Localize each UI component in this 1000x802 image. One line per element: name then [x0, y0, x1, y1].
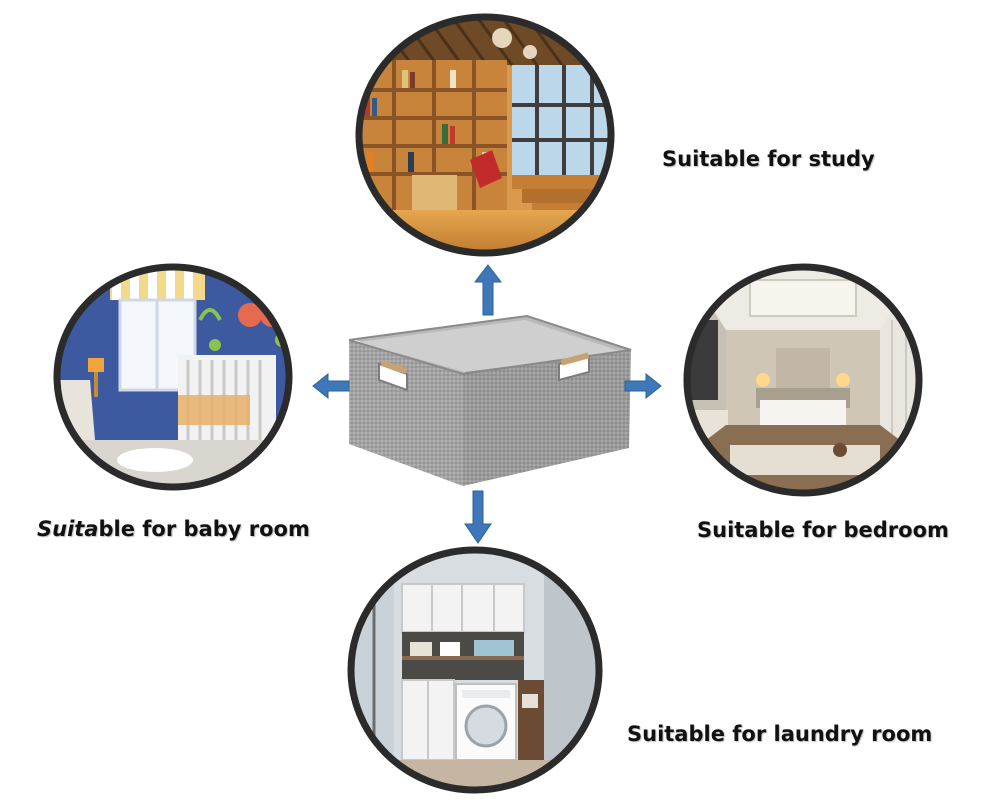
arrow-up-icon [473, 264, 503, 316]
caption-study: Suitable for study [662, 147, 875, 171]
study-scene [355, 13, 615, 257]
arrow-left-icon [312, 372, 350, 400]
caption-study-text: Suitable for study [662, 147, 875, 171]
caption-baby-room-rest: ble for baby room [98, 517, 310, 541]
caption-laundry-room-text: Suitable for laundry room [627, 722, 933, 746]
caption-laundry-room: Suitable for laundry room [627, 722, 932, 746]
caption-baby-room-italic: Suita [37, 517, 99, 541]
caption-baby-room: Suitable for baby room [37, 517, 310, 541]
caption-bedroom-text: Suitable for bedroom [697, 518, 949, 542]
laundry-room-scene [347, 546, 603, 794]
arrow-right-icon [624, 372, 662, 400]
baby-room-scene [53, 263, 293, 491]
caption-bedroom: Suitable for bedroom [697, 518, 949, 542]
bedroom-scene [683, 263, 923, 497]
arrow-down-icon [464, 490, 492, 544]
storage-box [348, 314, 632, 486]
